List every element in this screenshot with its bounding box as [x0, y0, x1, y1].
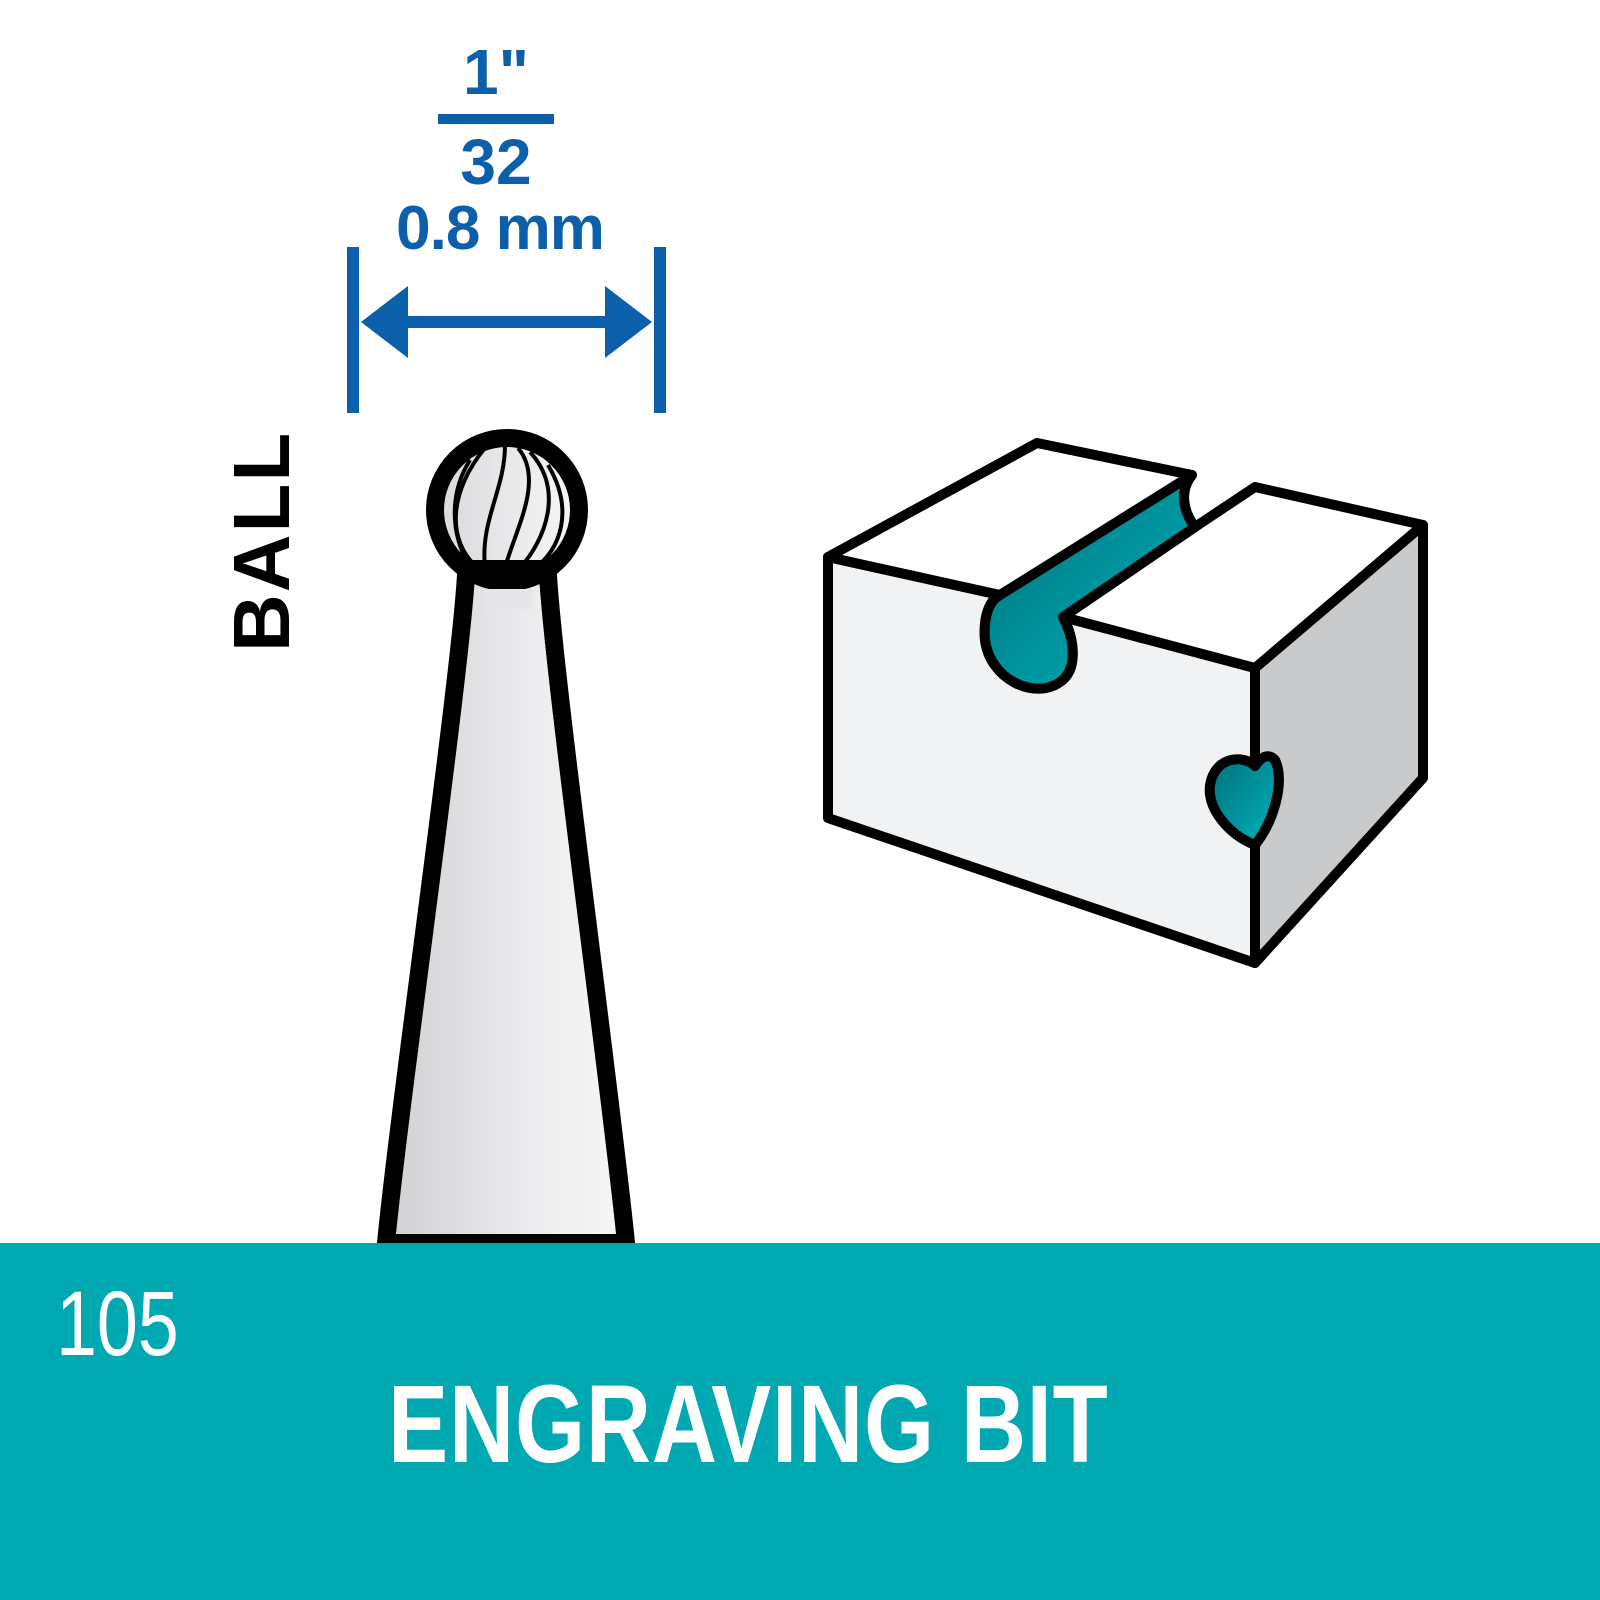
metric-size: 0.8 mm	[396, 194, 605, 263]
model-number: 105	[56, 1273, 179, 1375]
fraction-denominator: 32	[460, 126, 532, 198]
dimension-arrow-icon	[347, 114, 666, 413]
fraction-numerator: 1"	[463, 36, 529, 108]
product-banner	[0, 1243, 1600, 1600]
product-name: ENGRAVING BIT	[388, 1363, 1109, 1486]
engraved-block-icon	[823, 438, 1428, 968]
shape-label: BALL	[217, 430, 306, 652]
ball-bit-icon	[377, 429, 635, 1252]
